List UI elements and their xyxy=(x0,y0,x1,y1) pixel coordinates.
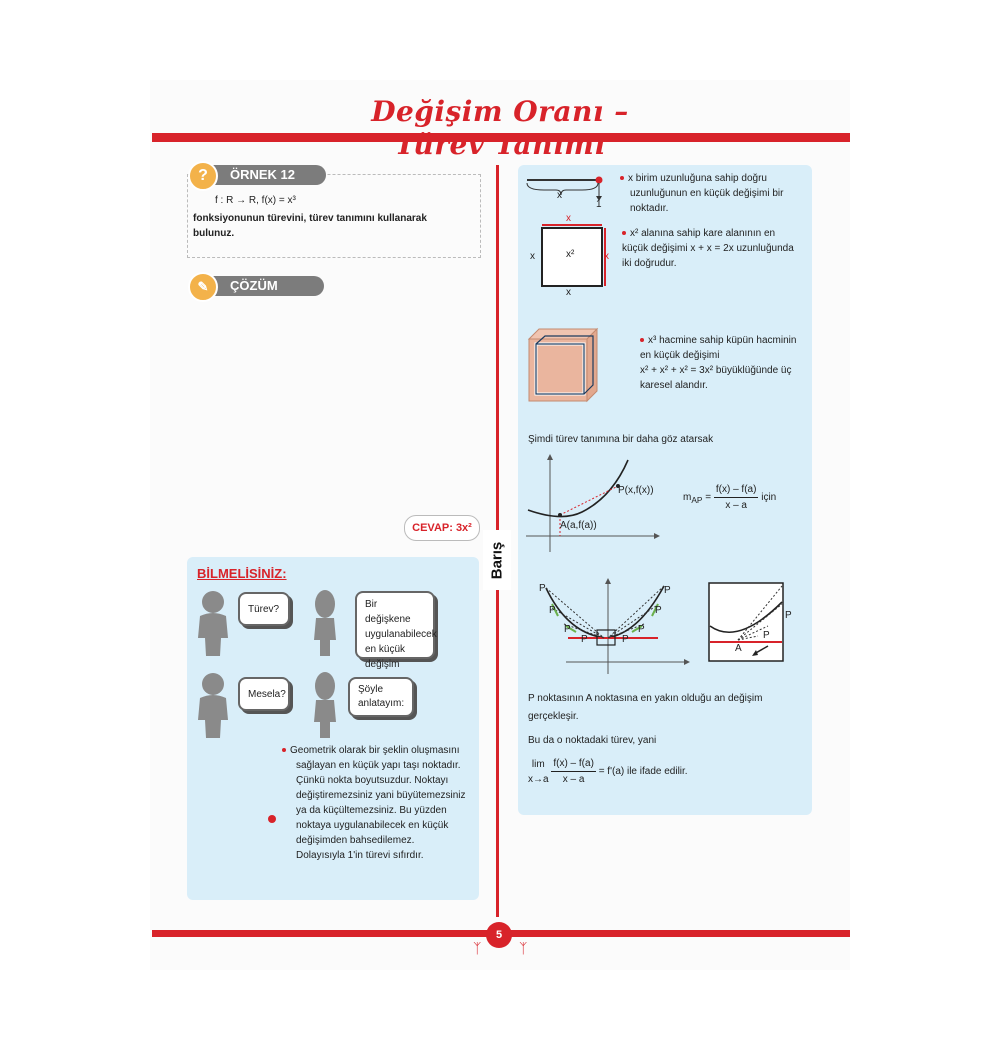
intro-text: Şimdi türev tanımına bir daha göz atarsa… xyxy=(528,434,714,445)
speech-bubble: Türev? xyxy=(238,592,290,626)
zoom-detail-figure xyxy=(708,582,784,662)
cube-figure xyxy=(527,327,599,403)
point-label-p: P xyxy=(539,583,546,594)
figure-icon: ᛉ xyxy=(519,940,528,956)
square-figure xyxy=(541,224,606,287)
figure-icon: ᛉ xyxy=(473,940,482,956)
example-question: fonksiyonunun türevini, türev tanımını k… xyxy=(193,213,427,239)
slope-formula: mAP = f(x) – f(a)x – a için xyxy=(683,484,777,511)
closest-text: P noktasının A noktasına en yakın olduğu… xyxy=(528,693,763,722)
secant-graph xyxy=(526,454,660,552)
point-label-a: A xyxy=(735,643,742,654)
line-segment-figure xyxy=(526,176,603,201)
person-icon xyxy=(198,591,228,656)
person-icon xyxy=(314,672,336,738)
line-label-one: 1 xyxy=(596,199,602,210)
line-text: x birim uzunluğuna sahip doğru uzunluğun… xyxy=(620,171,800,216)
bilmelisiniz-note: Geometrik olarak bir şeklin oluşmasını s… xyxy=(282,743,466,863)
example-box xyxy=(187,174,481,258)
tangent-approach-graph xyxy=(545,578,690,674)
line-label-x: x xyxy=(557,190,562,201)
brand-label: Barış xyxy=(483,530,511,590)
point-label-p: P xyxy=(549,605,556,616)
speech-bubble: Bir değişkene uygulanabilecek en küçük d… xyxy=(355,591,437,670)
square-label-right: x xyxy=(604,251,609,262)
point-label-p: P xyxy=(664,585,671,596)
cube-text: x³ hacmine sahip küpün hacminin en küçük… xyxy=(640,335,797,391)
square-label-bottom: x xyxy=(566,287,571,298)
point-label-p: P xyxy=(622,634,629,645)
example-badge: ÖRNEK 12 xyxy=(200,165,326,185)
person-icon xyxy=(198,673,228,738)
question-icon: ? xyxy=(188,161,218,191)
pencil-icon: ✎ xyxy=(188,272,218,302)
point-label-p: P xyxy=(763,630,770,641)
example-function: f : R → R, f(x) = x³ xyxy=(215,195,296,206)
square-label-center: x² xyxy=(566,249,575,260)
point-label-p: P xyxy=(638,624,645,635)
answer-badge: CEVAP: 3x² xyxy=(404,515,480,541)
graph-label-p: P(x,f(x)) xyxy=(618,485,654,496)
graph-label-a: A(a,f(a)) xyxy=(560,520,597,531)
point-label-p: P xyxy=(655,605,662,616)
point-label-p: P xyxy=(564,624,571,635)
square-label-left: x xyxy=(530,251,535,262)
speech-bubble: Şöyle anlatayım: xyxy=(348,677,414,717)
square-label-top: x xyxy=(566,213,571,224)
solution-badge: ÇÖZÜM xyxy=(200,276,324,296)
speech-bubble: Mesela? xyxy=(238,677,290,711)
page-title: Değişim Oranı – Türev Tanımı xyxy=(371,95,629,161)
point-label-p: P xyxy=(785,610,792,621)
person-icon xyxy=(314,590,336,656)
derivative-text: Bu da o noktadaki türev, yani xyxy=(528,735,657,746)
point-label-p: P xyxy=(581,634,588,645)
page-number: 5 xyxy=(486,922,512,948)
square-text: x² alanına sahip kare alanının en küçük … xyxy=(622,228,794,269)
header-bar xyxy=(152,133,850,142)
bilmelisiniz-title: BİLMELİSİNİZ: xyxy=(197,566,287,581)
point-marker xyxy=(268,815,276,823)
